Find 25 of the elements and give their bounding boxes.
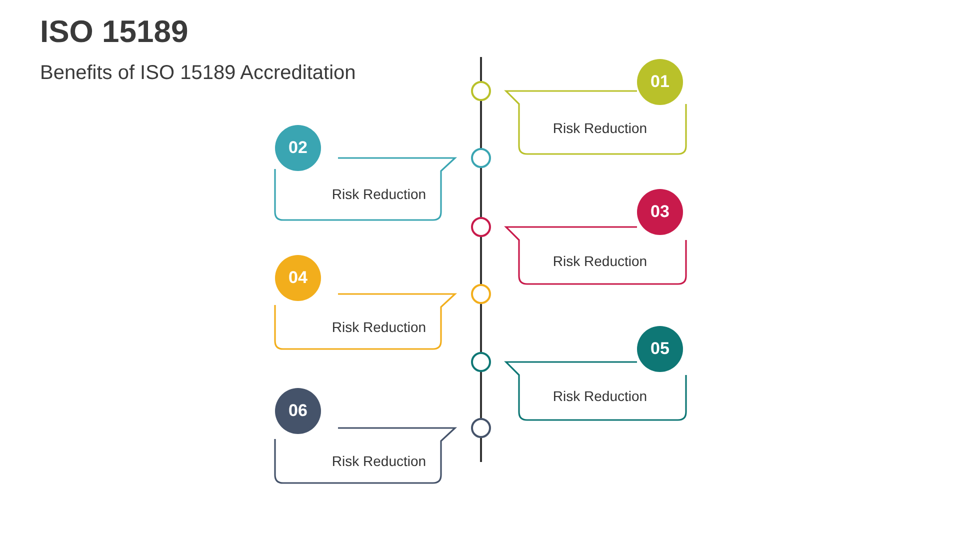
- timeline-marker: [471, 148, 491, 168]
- timeline-line: [480, 372, 482, 418]
- callout-box: Risk Reduction: [274, 293, 456, 350]
- number-badge: 04: [275, 255, 321, 301]
- timeline-marker: [471, 81, 491, 101]
- callout-box: Risk Reduction: [505, 361, 687, 421]
- timeline-marker: [471, 352, 491, 372]
- timeline-marker: [471, 284, 491, 304]
- number-badge: 05: [637, 326, 683, 372]
- timeline-line: [480, 168, 482, 217]
- title: ISO 15189: [40, 14, 188, 50]
- number-badge: 06: [275, 388, 321, 434]
- timeline-line: [480, 237, 482, 284]
- callout-box: Risk Reduction: [505, 226, 687, 285]
- timeline-line: [480, 101, 482, 148]
- callout-box: Risk Reduction: [274, 157, 456, 221]
- subtitle: Benefits of ISO 15189 Accreditation: [40, 62, 356, 85]
- timeline-marker: [471, 418, 491, 438]
- callout-box: Risk Reduction: [274, 427, 456, 484]
- callout-box: Risk Reduction: [505, 90, 687, 155]
- number-badge: 02: [275, 125, 321, 171]
- timeline-line: [480, 304, 482, 352]
- number-badge: 01: [637, 59, 683, 105]
- number-badge: 03: [637, 189, 683, 235]
- timeline-marker: [471, 217, 491, 237]
